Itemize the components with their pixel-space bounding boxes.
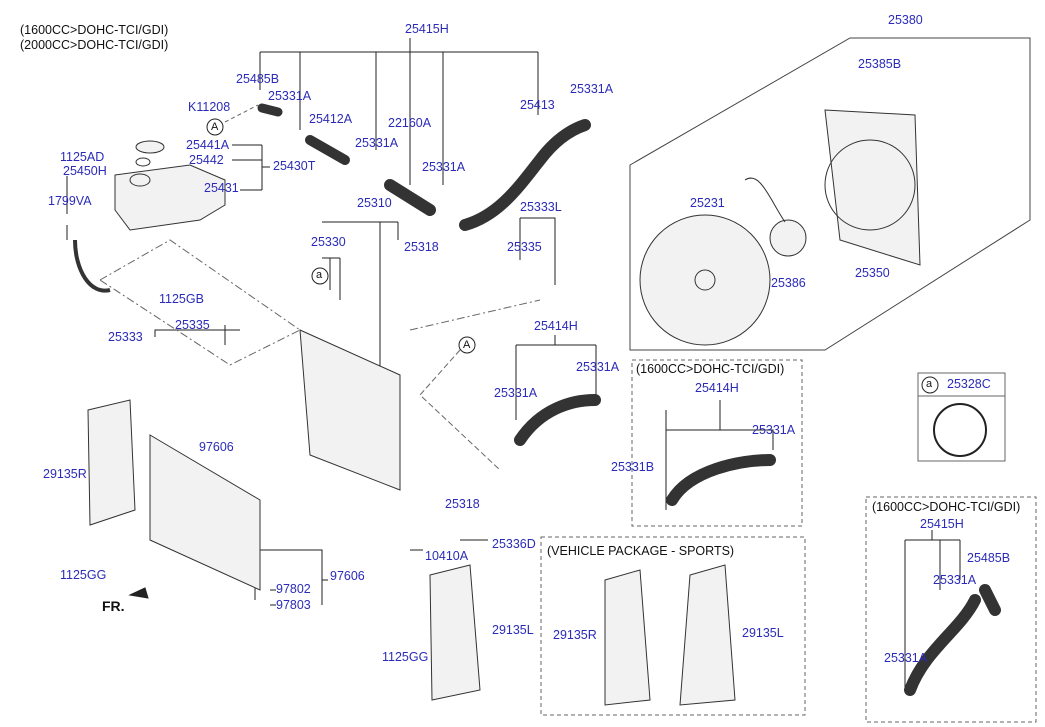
part-label[interactable]: 25231 — [690, 196, 725, 210]
legend-marker: a — [926, 378, 933, 390]
part-label[interactable]: 25331A — [570, 82, 614, 96]
part-label[interactable]: 25431 — [204, 181, 239, 195]
part-label[interactable]: 25318 — [445, 497, 480, 511]
reservoir-cap — [135, 140, 165, 154]
warning-label-25328c — [933, 403, 987, 457]
part-label[interactable]: 10410A — [425, 549, 469, 563]
hose-25414h-inset — [666, 454, 776, 506]
part-label[interactable]: 1125GG — [60, 568, 107, 582]
part-label[interactable]: 25385B — [858, 57, 902, 71]
front-marker: FR. — [102, 598, 125, 614]
fan-assembly-box — [629, 37, 1031, 351]
part-label[interactable]: 25331A — [576, 360, 620, 374]
part-label[interactable]: 25414H — [534, 319, 578, 333]
part-label[interactable]: 25310 — [357, 196, 392, 210]
part-label[interactable]: 25450H — [63, 164, 107, 178]
part-label[interactable]: 25335 — [175, 318, 210, 332]
inset-box-1600-mid — [631, 359, 803, 527]
callout-a: a — [316, 269, 323, 281]
part-label[interactable]: 29135R — [553, 628, 597, 642]
fan-motor — [769, 219, 807, 257]
part-label[interactable]: 25336D — [492, 537, 536, 551]
part-label[interactable]: 97802 — [276, 582, 311, 596]
part-label[interactable]: 25333L — [520, 200, 562, 214]
inset-heading-1600-right: (1600CC>DOHC-TCI/GDI) — [872, 500, 1021, 514]
inset-heading-sports: (VEHICLE PACKAGE - SPORTS) — [547, 544, 735, 558]
condenser — [149, 434, 261, 591]
inset-box-sports — [540, 536, 806, 716]
part-label[interactable]: 1125GG — [382, 650, 429, 664]
fan-shroud — [824, 109, 921, 266]
part-label[interactable]: 22160A — [388, 116, 432, 130]
part-label[interactable]: 25485B — [967, 551, 1011, 565]
part-label[interactable]: 25331A — [884, 651, 928, 665]
legend-box — [917, 372, 1006, 462]
air-guard-29135l — [429, 564, 481, 701]
part-label[interactable]: 25331A — [355, 136, 399, 150]
hose-25331a-inset — [904, 594, 981, 696]
part-label[interactable]: 25441A — [186, 138, 230, 152]
part-label[interactable]: 25442 — [189, 153, 224, 167]
part-label[interactable]: 1799VA — [48, 194, 92, 208]
part-label[interactable]: 25330 — [311, 235, 346, 249]
callout-A-1: A — [211, 121, 219, 133]
part-label[interactable]: 25413 — [520, 98, 555, 112]
part-label[interactable]: 1125GB — [159, 292, 204, 306]
part-label[interactable]: 25331A — [422, 160, 466, 174]
bracket-25415h — [259, 51, 539, 185]
pipe-22160a — [384, 179, 436, 216]
part-label[interactable]: 25333 — [108, 330, 143, 344]
part-label[interactable]: 25331A — [752, 423, 796, 437]
part-label[interactable]: 25485B — [236, 72, 280, 86]
part-label[interactable]: 25350 — [855, 266, 890, 280]
callout-A-2: A — [463, 339, 471, 351]
hose-25414h — [514, 394, 601, 446]
part-label[interactable]: 25318 — [404, 240, 439, 254]
part-label[interactable]: 29135L — [492, 623, 534, 637]
part-label[interactable]: 29135R — [43, 467, 87, 481]
part-label[interactable]: 25414H — [695, 381, 739, 395]
part-label[interactable]: 25335 — [507, 240, 542, 254]
legend-part-number[interactable]: 25328C — [947, 377, 991, 391]
part-label[interactable]: 97606 — [199, 440, 234, 454]
part-label[interactable]: 25331A — [494, 386, 538, 400]
air-guard-sports-r — [604, 569, 651, 706]
part-label[interactable]: 25412A — [309, 112, 353, 126]
variant-heading-1600: (1600CC>DOHC-TCI/GDI) — [20, 23, 169, 37]
variant-heading-2000: (2000CC>DOHC-TCI/GDI) — [20, 38, 169, 52]
part-label[interactable]: 1125AD — [60, 150, 105, 164]
reservoir-tank — [114, 164, 226, 231]
part-label[interactable]: 25331A — [268, 89, 312, 103]
part-label[interactable]: 25380 — [888, 13, 923, 27]
part-label[interactable]: 97803 — [276, 598, 311, 612]
overflow-hose — [73, 239, 111, 293]
air-guard-sports-l — [679, 564, 736, 706]
bracket-25430t — [232, 144, 270, 191]
part-label[interactable]: 25415H — [405, 22, 449, 36]
part-label[interactable]: 25415H — [920, 517, 964, 531]
hose-25413 — [459, 119, 591, 231]
part-label[interactable]: 25331B — [611, 460, 655, 474]
hose-25412a — [305, 135, 350, 165]
front-arrow — [128, 587, 149, 599]
part-label[interactable]: K11208 — [188, 100, 231, 114]
part-label[interactable]: 97606 — [330, 569, 365, 583]
part-label[interactable]: 25386 — [771, 276, 806, 290]
inset-box-1600-right — [865, 496, 1037, 723]
part-label[interactable]: 25430T — [273, 159, 316, 173]
radiator — [299, 329, 401, 491]
part-label[interactable]: 29135L — [742, 626, 784, 640]
air-guard-29135r — [87, 399, 136, 526]
inset-heading-1600-mid: (1600CC>DOHC-TCI/GDI) — [636, 362, 785, 376]
part-label[interactable]: 25331A — [933, 573, 977, 587]
